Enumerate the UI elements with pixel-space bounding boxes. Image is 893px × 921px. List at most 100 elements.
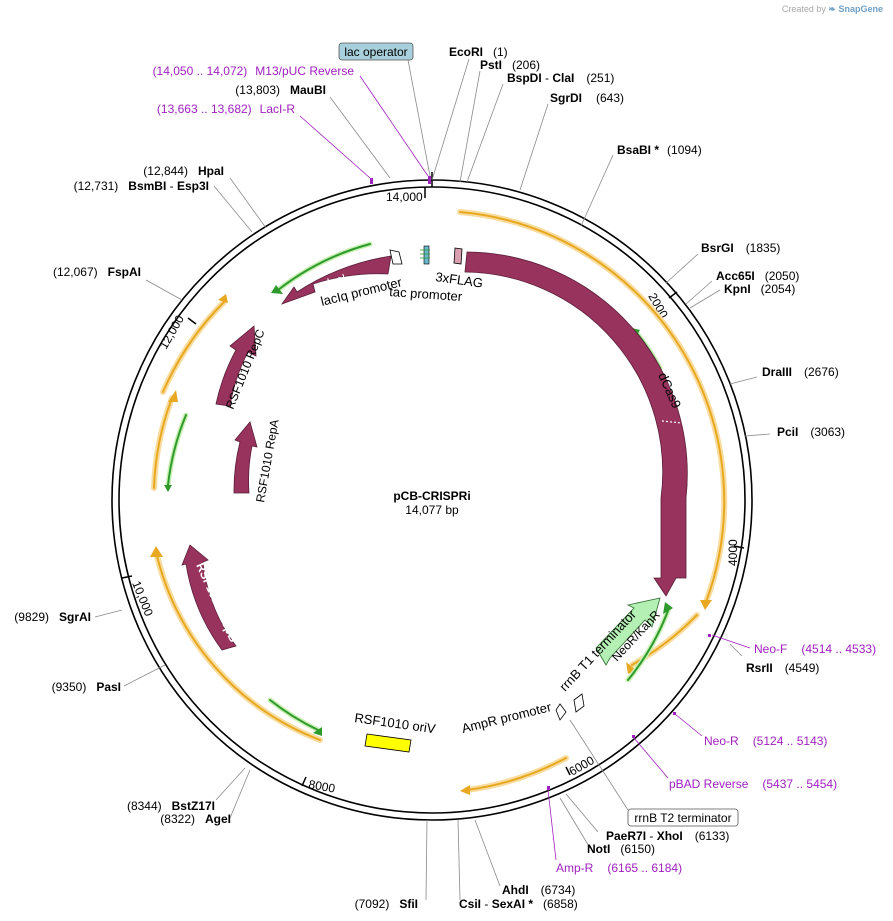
primer-neor: Neo-R(5124 .. 5143) [704,734,827,748]
enzyme-draiii: DraIII(2676) [762,365,839,379]
box-leaders [407,59,629,811]
tick-4000 [733,545,745,549]
orIV-box [364,733,412,753]
enzyme-sfii: (7092)SfiI [355,897,418,911]
tick-10000 [121,575,133,579]
neokan-arrow [595,597,661,666]
enzyme-fspai: (12,067)FspAI [53,265,141,279]
tick-6000 [565,766,571,776]
tick-label-8000: 8000 [307,777,336,795]
primer-labels: (14,050 .. 14,072)M13/pUC Reverse (13,66… [153,64,877,875]
tac-promoter-glyph [423,245,430,265]
plasmid-title: pCB-CRISPRi 14,077 bp [393,489,470,517]
orf-arc-dcas9-outer [459,211,726,603]
lac-operator-label-box: lac operator [338,42,414,61]
enzyme-labels: EcoRI(1) PstI(206) BspDI - ClaI(251) Sgr… [14,45,845,911]
rrnb-t2-label: rrnB T2 terminator [634,811,731,825]
orf-arcs [150,209,728,795]
orf-arc-neo [631,614,698,666]
3xflag-glyph [453,247,463,265]
orIV-label: RSF1010 oriV [354,710,437,736]
neof-primer-mark [708,634,711,637]
enzyme-ahdi: AhdI(6734) [502,883,575,897]
enzyme-noti: NotI(6150) [587,842,655,856]
green-arc-laci [277,243,371,291]
laci-label: lacI [326,271,348,290]
neor-primer-mark [673,712,676,715]
tick-label-12000: 12,000 [156,312,187,351]
laci-arrow [280,255,392,305]
pbad-primer-mark [632,735,635,738]
rrnb-t1-glyph [573,693,585,713]
watermark-brand: SnapGene [838,4,883,14]
repb-arrow [181,544,237,651]
laciq-promoter-glyph [389,249,403,265]
enzyme-bstz17i: (8344)BstZ17I [127,799,215,813]
enzyme-ecori: EcoRI(1) [449,45,508,59]
enzyme-pcii: PciI(3063) [777,425,845,439]
3xflag-label: 3xFLAG [435,269,484,290]
primer-m13: (14,050 .. 14,072)M13/pUC Reverse [153,64,355,78]
green-arc-neo [627,607,670,681]
repa-arrow [233,421,258,494]
repa-label: RSF1010 RepA [253,418,281,503]
snapgene-logo: ❧ [828,4,836,14]
enzyme-bsrgi: BsrGI(1835) [701,241,780,255]
ampr-promoter-glyph [555,703,567,721]
ampr-promoter-label: AmpR promoter [460,699,553,736]
tac-promoter-label: tac promoter [389,284,464,304]
enzyme-sgrai: (9829)SgrAI [14,610,91,624]
tick-12000 [187,317,197,325]
tick-8000 [301,776,307,787]
plasmid-name: pCB-CRISPRi [393,489,470,503]
promoter-elements [389,176,463,265]
enzyme-bsabi: BsaBI *(1094) [617,143,702,157]
tick-label-14000: 14,000 [386,190,423,204]
enzyme-bspdi: BspDI - ClaI(251) [507,71,614,85]
enzyme-kpni: KpnI(2054) [724,282,795,296]
green-arc-orIV [269,699,319,731]
enzyme-psti: PstI(206) [480,58,540,72]
orf-arc-amp [466,757,567,791]
orf-line [153,211,726,791]
enzyme-pasi: (9350)PasI [52,680,121,694]
green-arc-repa [167,414,187,486]
cds-features [181,251,688,651]
dcas9-arrow [464,251,688,597]
enzyme-rsrii: RsrII(4549) [746,661,819,675]
enzyme-bsmbi: (12,731)BsmBI - Esp3I [74,179,209,193]
orf-arc-repb [156,555,321,741]
tick-label-4000: 4000 [726,539,740,566]
tac-hatch [420,249,430,259]
orf-arrowheads [150,294,712,795]
m13-primer-mark [370,178,373,184]
lac-operator-label: lac operator [344,45,407,59]
primer-pbad: pBAD Reverse(5437 .. 5454) [669,777,837,791]
enzyme-paer7i: PaeR7I - XhoI(6133) [606,829,729,843]
tick-2000 [668,291,678,299]
snapgene-watermark: Created by ❧ SnapGene [782,4,883,15]
orf-arc-repc [162,301,225,393]
enzyme-maubi: (13,803)MauBI [235,83,326,97]
primer-marks [370,178,711,790]
enzyme-hpai: (12,844)HpaI [143,164,224,178]
enzyme-agei: (8322)AgeI [160,812,231,826]
primer-lacir: (13,663 .. 13,682)LacI-R [157,102,295,116]
rrnb-t2-box [627,808,739,827]
lac-operator-box [338,42,414,61]
primer-ampr: Amp-R(6165 .. 6184) [556,861,682,875]
enzyme-csii: CsiI - SexAI *(6858) [459,897,578,911]
primer-leaders [299,75,751,861]
ampr-primer-mark [547,786,550,790]
orf-arc-repa [153,397,173,489]
rrnb-t2-label-box: rrnB T2 terminator [627,808,739,827]
primer-neof: Neo-F(4514 .. 4533) [754,642,876,656]
enzyme-acc65i: Acc65I(2050) [716,269,799,283]
dcas9-split-mark [661,420,683,424]
repc-arrow [215,325,257,407]
enzyme-leaders [94,58,771,901]
enzyme-sgrdi: SgrDI(643) [550,91,624,105]
watermark-prefix: Created by [781,4,826,14]
lac-operator-mark [428,176,431,184]
